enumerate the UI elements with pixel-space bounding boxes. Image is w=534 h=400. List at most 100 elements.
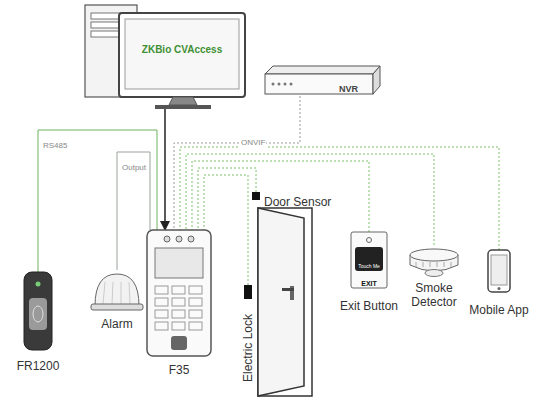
pc-illustration	[85, 5, 245, 109]
node-label: Alarm	[101, 317, 132, 331]
detector-vent	[451, 262, 452, 267]
fingerprint-window	[29, 298, 47, 330]
button-led	[367, 238, 372, 243]
connector	[186, 154, 434, 245]
phone-screen	[491, 255, 507, 285]
keypad-key	[155, 310, 168, 318]
detector-top	[410, 249, 458, 261]
door-slab	[258, 208, 304, 396]
edge-label-holder: ONVIF	[240, 131, 266, 149]
detector-vent	[430, 262, 431, 267]
label-holder: EXIT	[349, 272, 389, 290]
keypad-key	[172, 310, 185, 318]
connector	[192, 161, 369, 232]
alarm-node: Alarm	[85, 270, 149, 340]
lock-block	[244, 285, 252, 299]
door-frame	[258, 208, 312, 396]
electric-lock-node: Electric Lock	[240, 285, 256, 385]
nvr-led	[284, 83, 287, 86]
keypad-key	[172, 298, 185, 306]
computer-node: ZKBio CVAccess	[85, 5, 245, 109]
reader-body	[24, 272, 52, 350]
f35-illustration	[145, 230, 213, 378]
door-sensor-node: Door Sensor	[252, 192, 332, 206]
siren-ridge	[121, 282, 122, 304]
fingerprint-sensor	[171, 336, 187, 350]
siren-ridge	[103, 282, 105, 304]
siren-base	[91, 304, 143, 310]
connector	[180, 147, 499, 250]
door-sensor-block	[252, 192, 260, 200]
node-label: Door Sensor	[264, 195, 331, 209]
monitor-stand	[169, 97, 197, 105]
terminal-body	[147, 230, 211, 356]
detector-vent	[437, 262, 438, 267]
keypad-key	[155, 298, 168, 306]
fingerprint-mark	[33, 306, 43, 322]
connector	[117, 152, 150, 270]
terminal-screen	[155, 248, 203, 278]
device-label: Touch Me	[358, 263, 380, 270]
camera-lens	[164, 236, 170, 242]
door-handle	[282, 288, 294, 291]
siren-ridge	[112, 282, 113, 304]
nvr-illustration	[265, 64, 380, 96]
signal-label: Output	[121, 163, 147, 173]
camera-lens	[188, 236, 194, 242]
connector	[198, 168, 256, 230]
fr-illustration	[8, 272, 68, 372]
nvr-led	[272, 83, 275, 86]
touch-button	[355, 247, 383, 271]
monitor-screen	[125, 19, 239, 89]
camera-lens	[176, 236, 182, 242]
keypad-key	[189, 298, 202, 306]
mobile-app-node: Mobile App	[466, 250, 532, 320]
edge-label-holder: RS485	[42, 134, 68, 152]
node-label: Exit Button	[340, 299, 398, 313]
detector-sensor	[425, 270, 443, 277]
connector	[164, 109, 166, 230]
signal-label: ONVIF	[240, 138, 266, 148]
connector	[174, 96, 300, 230]
detector-vent	[444, 262, 445, 267]
siren-ridge	[129, 282, 130, 304]
reader-led	[36, 282, 41, 287]
node-label: Mobile App	[469, 303, 528, 317]
node-label: NVR	[339, 82, 358, 96]
monitor-base	[155, 105, 211, 109]
nvr-node: NVR	[265, 64, 380, 96]
exit-button-node: Exit Button	[334, 232, 404, 314]
label-holder: Touch Me	[349, 254, 389, 272]
monitor-bezel	[119, 13, 245, 97]
node-label: F35	[169, 363, 190, 377]
keypad-key	[155, 286, 168, 294]
terminal-node: F35	[145, 230, 213, 378]
keypad-key	[189, 286, 202, 294]
nvr-led	[290, 83, 293, 86]
smoke-detector-node: Smoke Detector	[404, 245, 464, 320]
button-plate	[351, 232, 387, 288]
device-label: EXIT	[361, 279, 377, 288]
reader-node: FR1200	[8, 272, 68, 372]
node-label: FR1200	[17, 359, 60, 373]
phone-home-button	[498, 287, 501, 290]
nvr-led	[278, 83, 281, 86]
nvr-side	[373, 66, 380, 94]
detector-vent	[416, 262, 417, 267]
phone-body	[488, 250, 510, 292]
signal-label: RS485	[42, 141, 68, 151]
keypad-key	[172, 286, 185, 294]
node-label: ZKBio CVAccess	[142, 43, 222, 57]
keypad-key	[172, 322, 185, 330]
keypad-key	[189, 310, 202, 318]
connector	[38, 130, 157, 272]
edge-label-holder: Output	[121, 156, 147, 174]
siren-dome	[95, 274, 139, 306]
nvr-top	[265, 66, 380, 74]
detector-vent	[423, 262, 424, 267]
node-label: Electric Lock	[241, 314, 255, 382]
keypad-key	[155, 322, 168, 330]
keypad-key	[189, 322, 202, 330]
